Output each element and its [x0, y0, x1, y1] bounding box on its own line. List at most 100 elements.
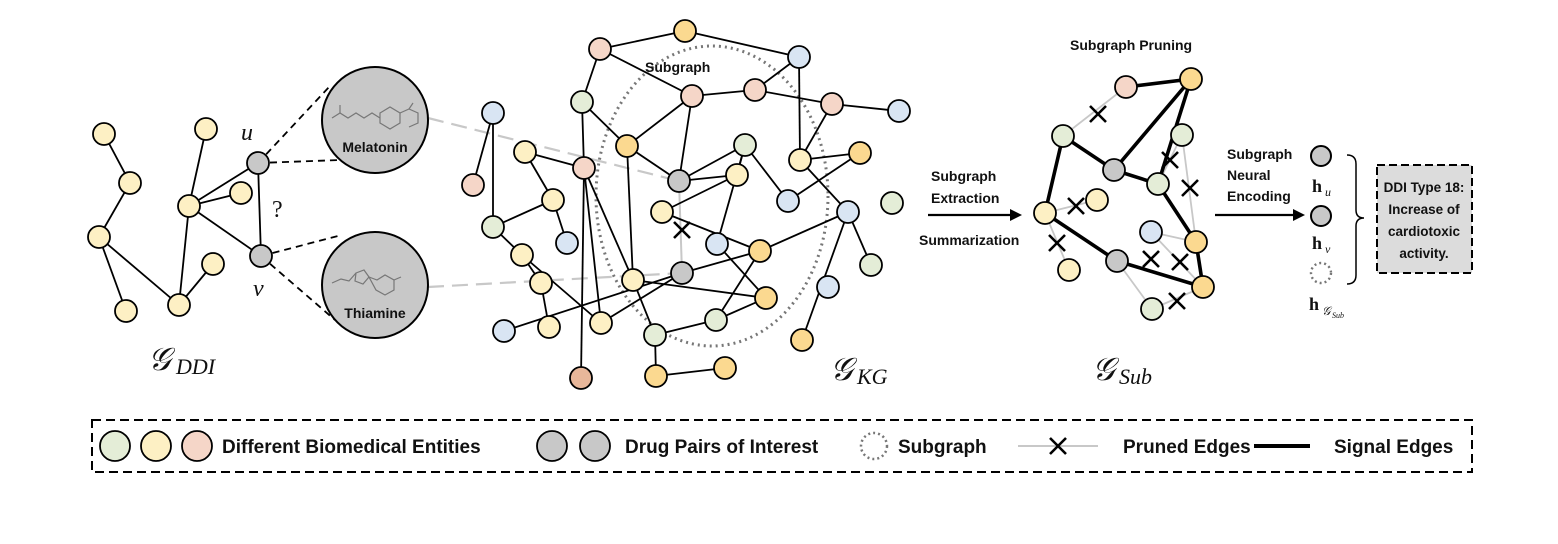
embedding-hu: h u	[1310, 145, 1332, 199]
ddi-edge	[178, 205, 190, 306]
question-mark: ?	[272, 197, 283, 223]
embedding-hv: h v	[1310, 205, 1332, 256]
svg-text:activity.: activity.	[1399, 246, 1448, 261]
kg-node	[787, 45, 811, 69]
arrow1-text-1: Subgraph	[931, 168, 996, 184]
thiamine-label: Thiamine	[344, 305, 406, 321]
sub-node	[1051, 124, 1075, 148]
kg-node	[461, 173, 485, 197]
kg-node	[492, 319, 516, 343]
sub-node	[1191, 275, 1215, 299]
embedding-hg: h 𝒢 Sub	[1309, 261, 1344, 320]
kg-node	[588, 37, 612, 61]
sub-node	[1057, 258, 1081, 282]
kg-node	[748, 239, 772, 263]
kg-edge	[661, 174, 738, 213]
g-kg-title: 𝒢 KG	[830, 351, 888, 389]
extraction-arrow: Subgraph Extraction Summarization	[919, 168, 1022, 248]
legend-green-node	[99, 430, 131, 462]
kg-edge	[798, 56, 801, 161]
legend-pruned-cross-icon	[1049, 437, 1067, 455]
kg-node	[529, 271, 553, 295]
kg-node	[776, 189, 800, 213]
kg-node	[481, 215, 505, 239]
kg-node	[725, 163, 749, 187]
svg-text:h: h	[1312, 176, 1322, 196]
arrow1-text-2: Extraction	[931, 190, 999, 206]
legend: Different Biomedical Entities Drug Pairs…	[91, 419, 1473, 473]
ddi-node	[118, 171, 142, 195]
legend-subgraph-text: Subgraph	[898, 437, 987, 458]
ddi-edge	[98, 236, 127, 312]
nodes-layer	[87, 19, 1215, 390]
svg-text:Sub: Sub	[1119, 364, 1152, 389]
kg-node	[569, 366, 593, 390]
kg-node	[704, 308, 728, 332]
kg-node	[513, 140, 537, 164]
sub-signal-edge	[1112, 77, 1193, 172]
kg-edge	[678, 95, 693, 182]
kg-edge	[583, 167, 602, 324]
legend-drug-text: Drug Pairs of Interest	[625, 437, 819, 458]
kg-node	[880, 191, 904, 215]
kg-node	[754, 286, 778, 310]
kg-node	[541, 188, 565, 212]
kg-node	[510, 243, 534, 267]
ddi-node	[194, 117, 218, 141]
kg-node	[670, 261, 694, 285]
ddi-node	[177, 194, 201, 218]
ddi-edge	[188, 128, 207, 207]
sub-pruned-cross-icon	[1161, 151, 1179, 169]
sub-node	[1140, 297, 1164, 321]
legend-drug-node-2	[579, 430, 611, 462]
kg-edge	[681, 250, 761, 274]
arrow1-text-below: Summarization	[919, 232, 1019, 248]
sub-node	[1179, 67, 1203, 91]
kg-node	[621, 268, 645, 292]
kg-edge	[684, 30, 800, 58]
svg-text:cardiotoxic: cardiotoxic	[1388, 224, 1461, 239]
kg-edge	[754, 89, 833, 105]
embedding-brace	[1346, 154, 1365, 285]
kg-edge	[759, 211, 849, 252]
kg-edge	[626, 95, 693, 147]
legend-subgraph-icon	[859, 431, 889, 461]
kg-edge	[626, 145, 634, 281]
sub-node	[1170, 123, 1194, 147]
u-melatonin-connector	[257, 159, 341, 164]
g-ddi-title: 𝒢 DDI	[148, 341, 217, 379]
ddi-node	[201, 252, 225, 276]
sub-pruned-cross-icon	[1171, 253, 1189, 271]
kg-node	[572, 156, 596, 180]
sub-node	[1102, 158, 1126, 182]
ddi-edge	[188, 162, 259, 207]
sub-pruned-cross-icon	[1089, 105, 1107, 123]
arrow2-text-1: Subgraph	[1227, 146, 1292, 162]
kg-node	[743, 78, 767, 102]
kg-node	[644, 364, 668, 388]
svg-text:v: v	[1325, 242, 1331, 256]
svg-text:Sub: Sub	[1332, 311, 1344, 320]
ddi-node	[246, 151, 270, 175]
kg-node	[713, 356, 737, 380]
subgraph-pruning-label: Subgraph Pruning	[1070, 37, 1192, 53]
kg-node	[650, 200, 674, 224]
svg-text:DDI: DDI	[175, 354, 217, 379]
kg-node	[836, 200, 860, 224]
overlay-layer	[673, 105, 1199, 310]
kg-edge	[521, 254, 602, 324]
thiamine-kg-mapping	[427, 271, 683, 289]
sub-pruned-cross-icon	[1168, 292, 1186, 310]
ddi-node	[167, 293, 191, 317]
kg-node	[589, 311, 613, 335]
kg-edge	[716, 243, 767, 299]
svg-text:h: h	[1312, 233, 1322, 253]
sub-pruned-cross-icon	[1048, 234, 1066, 252]
kg-node	[680, 84, 704, 108]
kg-node	[667, 169, 691, 193]
kg-edge	[503, 272, 683, 332]
g-sub-title: 𝒢 Sub	[1092, 351, 1152, 389]
kg-node	[887, 99, 911, 123]
kg-node	[615, 134, 639, 158]
